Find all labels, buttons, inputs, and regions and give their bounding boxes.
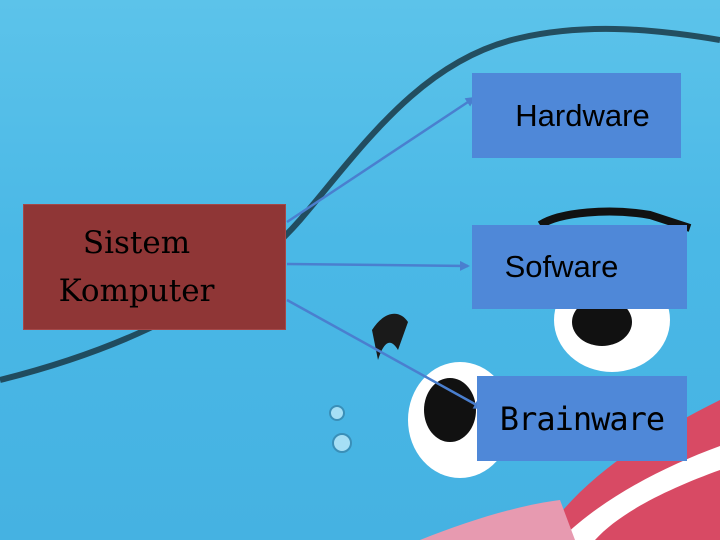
cartoon-eyebrow xyxy=(372,314,408,360)
cartoon-gum xyxy=(420,500,575,540)
hardware-node: Hardware xyxy=(472,73,681,158)
software-node: Sofware xyxy=(472,225,687,309)
cartoon-pupil-left xyxy=(424,378,476,442)
cartoon-drop-2 xyxy=(333,434,351,452)
sistem-komputer-node: Sistem Komputer xyxy=(23,204,286,330)
cartoon-drop-1 xyxy=(330,406,344,420)
brainware-node: Brainware xyxy=(477,376,687,461)
